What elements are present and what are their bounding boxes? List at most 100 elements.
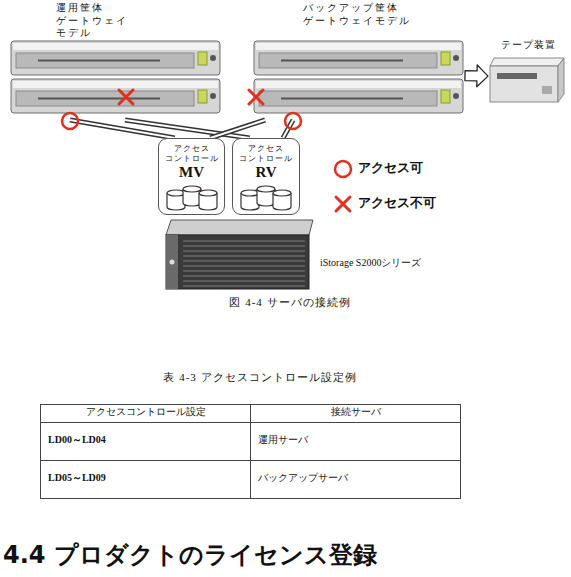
- tape-panel: [542, 86, 552, 94]
- volume-box: アクセス コントロールMV: [158, 138, 225, 215]
- power-button: [210, 93, 216, 99]
- storage-grille: [183, 255, 305, 257]
- server-front: [16, 53, 194, 68]
- storage-grille: [183, 260, 305, 262]
- server-illustration: [253, 40, 465, 116]
- server-front: [259, 53, 437, 68]
- disk-illustration: [163, 182, 223, 212]
- server-indicator: [198, 90, 207, 103]
- node-label: バックアップ筐体 ゲートウェイモデル: [303, 2, 453, 27]
- server-front: [259, 91, 437, 106]
- storage-array: iStorage S2000シリーズ: [163, 215, 463, 295]
- access-ok-mark: [285, 113, 301, 129]
- table-cell: バックアップサーバ: [258, 472, 454, 485]
- server-slot: [38, 98, 160, 100]
- server-indicator: [198, 52, 207, 65]
- cross-stroke: [336, 197, 350, 211]
- server-front: [16, 91, 194, 106]
- table-cell: 運用サーバ: [258, 434, 454, 447]
- box-heading: アクセス コントロール: [159, 144, 224, 164]
- node-label: テープ装置: [488, 39, 568, 52]
- server-chassis: バックアップ筐体 ゲートウェイモデル: [253, 0, 465, 120]
- storage-grille: [183, 265, 305, 267]
- table-header-cell: アクセスコントロール設定: [41, 406, 250, 419]
- block-arrow: [465, 65, 488, 87]
- table-cell: LD05～LD09: [48, 472, 244, 485]
- tape-device: テープ装置: [488, 38, 568, 106]
- server-unit: [254, 79, 463, 113]
- table-header-cell: 接続サーバ: [251, 406, 460, 419]
- volume-box: アクセス コントロールRV: [232, 138, 300, 215]
- storage-front: [166, 235, 309, 289]
- table-rule: [250, 404, 251, 499]
- volume-name: RV: [233, 163, 299, 182]
- cross-stroke: [119, 90, 133, 104]
- disk-top: [183, 186, 201, 192]
- table-title: 表 4-3 アクセスコントロール設定例: [40, 371, 480, 385]
- server-illustration: [10, 40, 222, 116]
- server-unit: [11, 41, 220, 75]
- access-ng-mark: [119, 90, 133, 104]
- disk-top: [241, 190, 259, 196]
- storage-top: [166, 220, 313, 235]
- storage-grille: [183, 280, 305, 282]
- cross-stroke: [249, 90, 263, 104]
- tape-side: [558, 58, 564, 102]
- storage-grille: [183, 275, 305, 277]
- storage-grille: [183, 250, 305, 252]
- volume-name: MV: [159, 163, 224, 182]
- server-slot: [281, 98, 403, 100]
- storage-logo: [170, 260, 175, 265]
- server-slot: [281, 60, 403, 62]
- figure-caption: 図 4-4 サーバの接続例: [60, 296, 520, 310]
- server-indicator: [441, 52, 450, 65]
- tape-illustration: [488, 56, 568, 106]
- server-highlight: [256, 81, 461, 88]
- cross-stroke: [119, 90, 133, 104]
- server-slot: [38, 60, 160, 62]
- storage-bezel: [166, 235, 178, 289]
- server-chassis: 運用筐体 ゲートウェイ モデル: [10, 0, 225, 120]
- tape-top: [490, 58, 564, 66]
- node-label: iStorage S2000シリーズ: [320, 257, 460, 270]
- storage-grille: [183, 285, 305, 287]
- cable-inner: [210, 120, 265, 138]
- legend-text: アクセス可: [358, 160, 508, 176]
- cross-stroke: [336, 197, 350, 211]
- server-highlight: [13, 81, 218, 88]
- server-indicator: [441, 90, 450, 103]
- disk-top: [257, 186, 275, 192]
- tape-front: [490, 66, 558, 102]
- table-cell: LD00～LD04: [48, 434, 244, 447]
- storage-grille: [183, 245, 305, 247]
- tape-slot: [497, 73, 537, 79]
- legend-text: アクセス不可: [358, 195, 508, 211]
- power-button: [453, 55, 459, 61]
- disk-top: [273, 190, 291, 196]
- access-ng-mark: [249, 90, 263, 104]
- storage-grille: [183, 270, 305, 272]
- section-heading: 4.4 プロダクトのライセンス登録: [3, 540, 568, 570]
- server-highlight: [256, 43, 461, 50]
- cable-outer: [210, 120, 265, 138]
- power-button: [453, 93, 459, 99]
- storage-illustration: [163, 217, 315, 293]
- server-unit: [11, 79, 220, 113]
- double-cable: [210, 120, 265, 138]
- disk-top: [167, 190, 185, 196]
- legend-circle-symbol: [335, 161, 351, 177]
- box-heading: アクセス コントロール: [233, 144, 299, 164]
- server-unit: [254, 41, 463, 75]
- power-button: [210, 55, 216, 61]
- node-label: 運用筐体 ゲートウェイ モデル: [56, 2, 156, 40]
- access-ok-mark: [62, 113, 78, 129]
- cross-stroke: [249, 90, 263, 104]
- disk-top: [199, 190, 217, 196]
- disk-illustration: [237, 182, 297, 212]
- server-highlight: [13, 43, 218, 50]
- table-grid: [40, 404, 461, 499]
- storage-grille: [183, 240, 305, 242]
